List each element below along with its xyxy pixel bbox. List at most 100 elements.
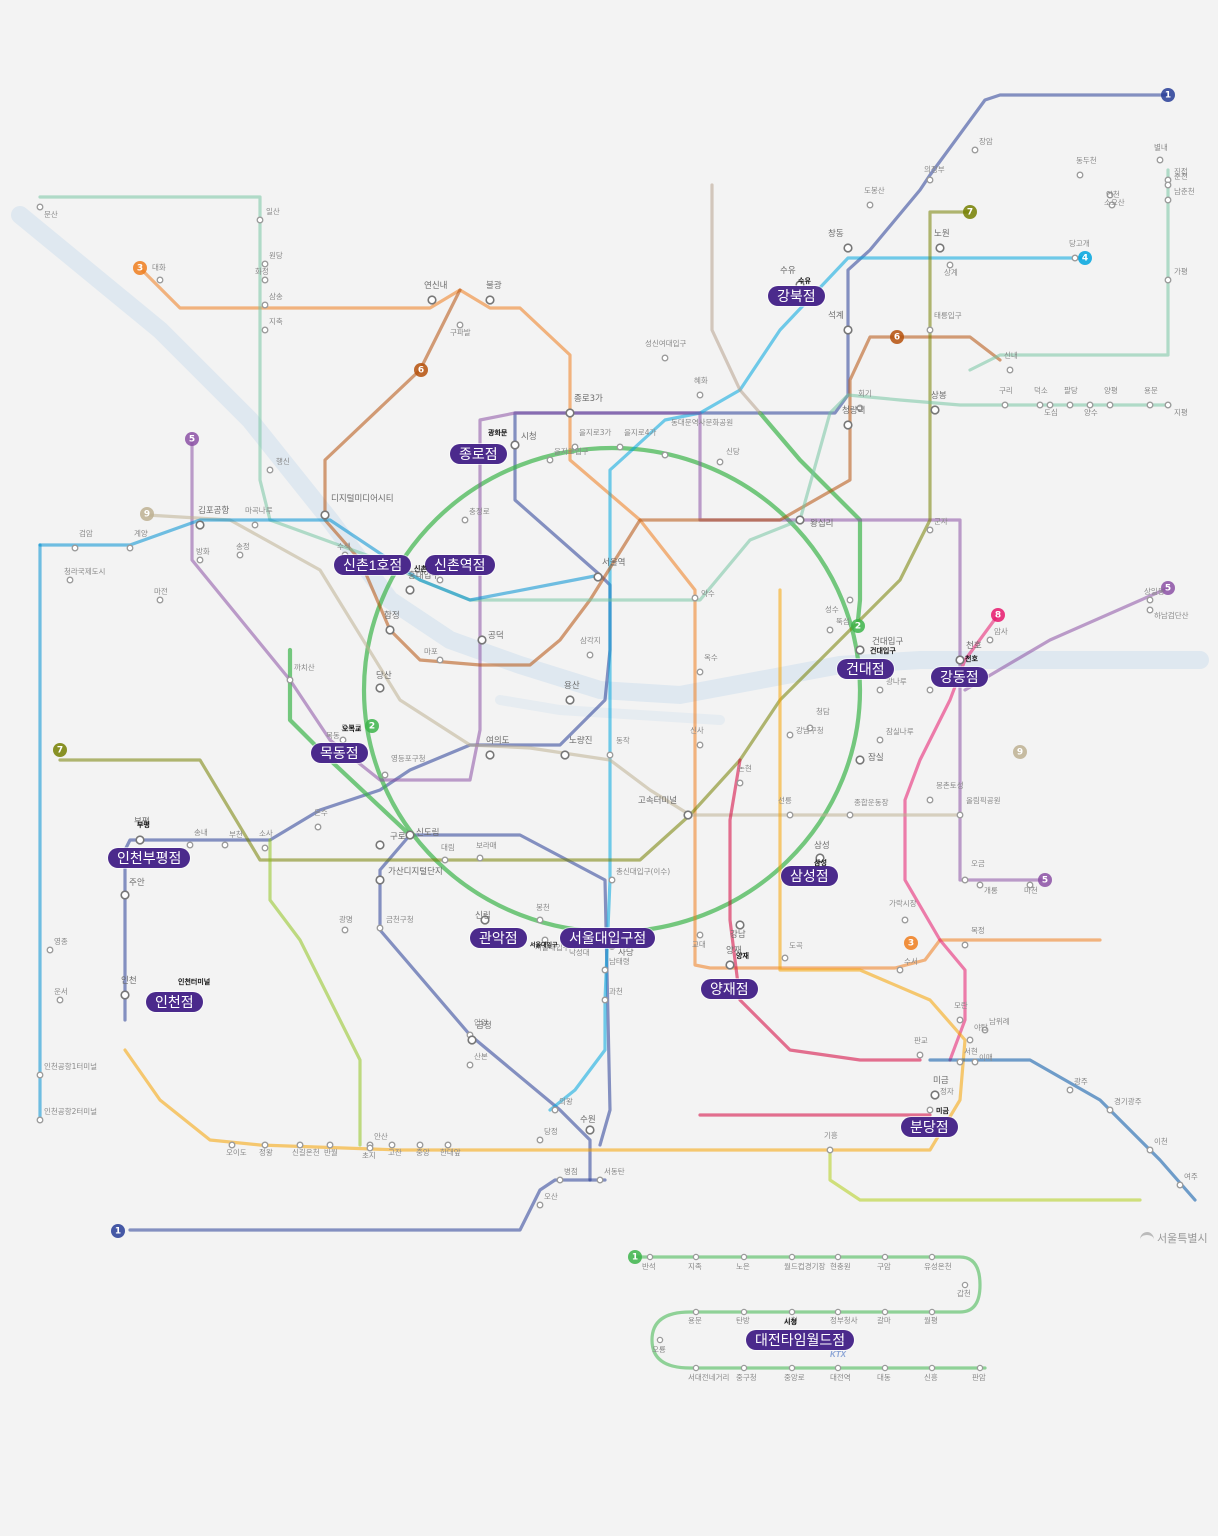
station-magongnaru[interactable] <box>251 521 259 529</box>
daejeon-station[interactable] <box>740 1308 748 1316</box>
station-jichuk[interactable] <box>261 326 269 334</box>
station-songnae[interactable] <box>186 841 194 849</box>
station-giheung[interactable] <box>826 1146 834 1154</box>
station-noryangjin[interactable] <box>560 750 570 760</box>
station-yangsu[interactable] <box>1086 401 1094 409</box>
station-chungjeongno[interactable] <box>461 516 469 524</box>
station-suwon[interactable] <box>585 1125 595 1135</box>
station-gangnamgu[interactable] <box>786 731 794 739</box>
station-sinsa[interactable] <box>696 741 704 749</box>
station-gimpo_s[interactable] <box>236 551 244 559</box>
station-yeongdeungpo[interactable] <box>381 771 389 779</box>
station-chojii[interactable] <box>366 1144 374 1152</box>
station-geumcheon[interactable] <box>376 924 384 932</box>
store-incheon[interactable]: 인천점 <box>146 992 203 1012</box>
station-sanbon[interactable] <box>466 1061 474 1069</box>
station-city[interactable] <box>510 440 520 450</box>
station-dobongsan[interactable] <box>866 201 874 209</box>
station-bramae[interactable] <box>476 854 484 862</box>
station-ilsan[interactable] <box>256 216 264 224</box>
station-bucheon[interactable] <box>221 841 229 849</box>
station-gyeyang[interactable] <box>126 544 134 552</box>
station-gojan[interactable] <box>388 1141 396 1149</box>
station-yeongjong[interactable] <box>46 946 54 954</box>
station-bulgwang[interactable] <box>485 295 495 305</box>
station-unseo[interactable] <box>56 996 64 1004</box>
station-incheon_airport2[interactable] <box>36 1116 44 1124</box>
station-hanam[interactable] <box>1146 606 1154 614</box>
station-nonhyeon[interactable] <box>736 779 744 787</box>
station-samsong[interactable] <box>261 301 269 309</box>
station-sungshin[interactable] <box>661 354 669 362</box>
station-sindorim[interactable] <box>405 830 415 840</box>
station-hoegi[interactable] <box>856 404 864 412</box>
store-snu[interactable]: 서울대입구점 <box>560 928 656 948</box>
store-gangdong[interactable]: 강동점 <box>931 667 988 687</box>
station-uijeongbu[interactable] <box>926 176 934 184</box>
station-gasan[interactable] <box>375 875 385 885</box>
daejeon-station[interactable] <box>928 1308 936 1316</box>
station-gimpo[interactable] <box>195 520 205 530</box>
station-osan[interactable] <box>536 1201 544 1209</box>
daejeon-station[interactable] <box>881 1364 889 1372</box>
station-suseo[interactable] <box>896 966 904 974</box>
station-onsu[interactable] <box>314 823 322 831</box>
station-banwol[interactable] <box>326 1141 334 1149</box>
station-mapo[interactable] <box>436 656 444 664</box>
station-yongmun[interactable] <box>1146 401 1154 409</box>
station-seoul[interactable] <box>593 572 603 582</box>
daejeon-station[interactable] <box>740 1364 748 1372</box>
station-yeoju[interactable] <box>1176 1181 1184 1189</box>
daejeon-station[interactable] <box>788 1308 796 1316</box>
station-ogeum[interactable] <box>961 876 969 884</box>
station-haengsin[interactable] <box>266 466 274 474</box>
station-hyehwa[interactable] <box>696 391 704 399</box>
daejeon-station[interactable] <box>928 1253 936 1261</box>
station-jamsilnaru[interactable] <box>876 736 884 744</box>
station-jungang[interactable] <box>416 1141 424 1149</box>
station-euljiro4[interactable] <box>616 443 624 451</box>
station-namchuncheon[interactable] <box>1164 196 1172 204</box>
station-juan[interactable] <box>120 890 130 900</box>
daejeon-station[interactable] <box>881 1253 889 1261</box>
station-geomam[interactable] <box>71 544 79 552</box>
station-namtaeryeong[interactable] <box>601 966 609 974</box>
station-samgakji[interactable] <box>586 651 594 659</box>
station-hwajeong[interactable] <box>261 276 269 284</box>
station-guro[interactable] <box>375 840 385 850</box>
station-dogok[interactable] <box>781 954 789 962</box>
station-amsa[interactable] <box>986 636 994 644</box>
station-sinchon[interactable] <box>436 576 444 584</box>
station-yongsan[interactable] <box>565 695 575 705</box>
store-sinchon-station[interactable]: 신촌역점 <box>425 555 495 575</box>
station-gapyeong[interactable] <box>1164 276 1172 284</box>
store-konkuk[interactable]: 건대점 <box>837 659 894 679</box>
station-bokjeong[interactable] <box>961 941 969 949</box>
station-yangjae[interactable] <box>725 960 735 970</box>
station-seokgye[interactable] <box>843 325 853 335</box>
station-incheon[interactable] <box>120 990 130 1000</box>
station-nowon[interactable] <box>935 243 945 253</box>
station-yaksu[interactable] <box>691 594 699 602</box>
station-dongjak[interactable] <box>606 751 614 759</box>
station-seohyeon[interactable] <box>956 1058 964 1066</box>
daejeon-station[interactable] <box>834 1308 842 1316</box>
station-hongik[interactable] <box>405 585 415 595</box>
station-gyeongui_munsan[interactable] <box>36 203 44 211</box>
station-dangsan[interactable] <box>375 683 385 693</box>
station-yeouido[interactable] <box>485 750 495 760</box>
station-uiwang[interactable] <box>551 1106 559 1114</box>
station-dangjeong[interactable] <box>536 1136 544 1144</box>
station-macheon[interactable] <box>1026 881 1034 889</box>
daejeon-station[interactable] <box>976 1364 984 1372</box>
station-imae[interactable] <box>971 1058 979 1066</box>
station-icheon[interactable] <box>1146 1146 1154 1154</box>
station-majeon[interactable] <box>156 596 164 604</box>
station-sindang[interactable] <box>716 458 724 466</box>
station-wondang[interactable] <box>261 260 269 268</box>
station-digital[interactable] <box>320 510 330 520</box>
station-snu[interactable] <box>541 936 549 944</box>
daejeon-station[interactable] <box>834 1364 842 1372</box>
station-jongno3[interactable] <box>565 408 575 418</box>
station-soyosan[interactable] <box>1106 191 1114 199</box>
